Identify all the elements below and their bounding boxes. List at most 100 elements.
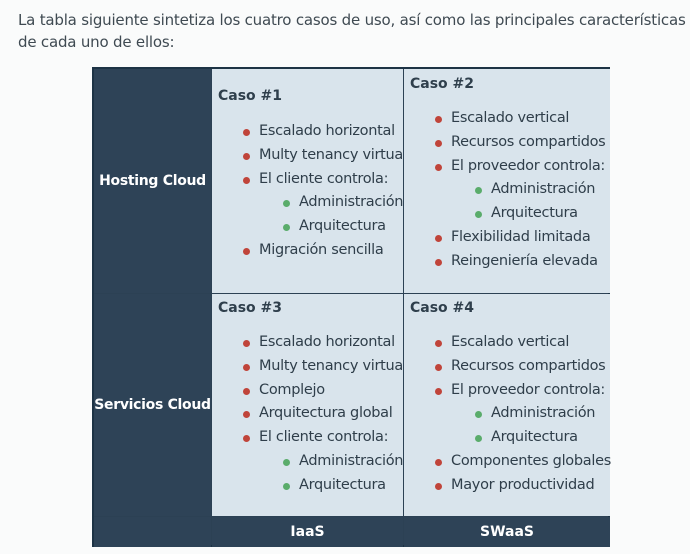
bullet-dot-icon (243, 435, 250, 443)
sub-bullet-item: Arquitectura (435, 426, 611, 450)
bullet-dot-icon (283, 200, 290, 208)
bullet-item: Multy tenancy virtual (243, 355, 407, 379)
bullet-item: Recursos compartidos (435, 131, 606, 155)
bullet-text: Recursos compartidos (451, 357, 606, 374)
bullet-item: Escalado horizontal (243, 120, 407, 144)
bullet-item: El proveedor controla: (435, 379, 611, 403)
bullet-text: Administración (491, 181, 596, 198)
bullet-text: Reingeniería elevada (451, 252, 598, 269)
bullet-text: El proveedor controla: (451, 381, 606, 398)
bullet-text: Multy tenancy virtual (259, 357, 407, 374)
bullet-dot-icon (435, 458, 442, 466)
bullet-text: Arquitectura (299, 476, 386, 493)
bullet-dot-icon (243, 340, 250, 347)
bullet-item: Escalado vertical (435, 107, 605, 131)
bullet-text: Mayor productividad (451, 476, 595, 493)
bullet-text: El cliente controla: (259, 429, 389, 446)
bullet-item: El proveedor controla: (435, 155, 605, 179)
bullet-dot-icon (435, 482, 442, 490)
row-header-hosting-cloud: Hosting Cloud (94, 69, 211, 293)
bullet-text: Arquitectura (299, 218, 386, 235)
bullet-text: Escalado vertical (451, 334, 570, 350)
bullet-text: Flexibilidad limitada (451, 228, 591, 245)
bullet-dot-icon (435, 340, 442, 347)
bullet-dot-icon (243, 363, 250, 371)
bullet-text: Complejo (259, 381, 325, 398)
bullet-dot-icon (435, 387, 442, 395)
bullet-text: Recursos compartidos (451, 133, 606, 150)
sub-bullet-item: Arquitectura (243, 474, 407, 498)
bullet-dot-icon (243, 129, 250, 136)
bullet-text: Administración (299, 452, 404, 469)
row-header-label: Servicios Cloud (94, 397, 211, 413)
footer-swaas: SWaaS (404, 517, 610, 547)
bullet-dot-icon (475, 211, 482, 219)
footer-empty (94, 517, 211, 547)
bullet-text: Multy tenancy virtual (259, 146, 407, 163)
use-cases-table: Hosting Cloud Servicios Cloud Caso #1 Es… (92, 67, 611, 547)
bullet-text: Arquitectura global (259, 405, 393, 422)
case-title: Caso #1 (218, 88, 283, 104)
bullet-dot-icon (243, 387, 250, 395)
bullet-dot-icon (283, 224, 290, 232)
bullet-text: Arquitectura (491, 205, 578, 222)
bullet-item: Migración sencilla (243, 239, 407, 263)
bullet-item: Escalado horizontal (243, 331, 407, 355)
bullet-dot-icon (435, 163, 442, 171)
bullet-text: Componentes globales (451, 452, 611, 469)
bullet-dot-icon (435, 363, 442, 371)
sub-bullet-item: Arquitectura (435, 202, 605, 226)
bullet-item: Escalado vertical (435, 331, 611, 355)
row-header-label: Hosting Cloud (99, 173, 206, 189)
bullet-text: Administración (491, 405, 596, 422)
bullet-item: El cliente controla: (243, 426, 407, 450)
bullet-item: Multy tenancy virtual (243, 144, 407, 168)
bullet-item: Complejo (243, 379, 407, 403)
bullet-text: Escalado horizontal (259, 123, 395, 139)
bullet-text: Escalado vertical (451, 110, 570, 126)
bullet-item: Reingeniería elevada (435, 250, 605, 274)
bullet-dot-icon (283, 482, 290, 490)
bullet-dot-icon (435, 139, 442, 147)
footer-iaas: IaaS (212, 517, 403, 547)
bullet-dot-icon (243, 176, 250, 184)
bullet-dot-icon (435, 258, 442, 266)
bullet-dot-icon (435, 116, 442, 123)
bullet-item: Arquitectura global (243, 402, 407, 426)
bullet-dot-icon (283, 458, 290, 466)
sub-bullet-item: Administración (435, 178, 605, 202)
bullet-dot-icon (475, 411, 482, 419)
bullet-text: Arquitectura (491, 429, 578, 446)
bullet-text: Escalado horizontal (259, 334, 395, 350)
sub-bullet-item: Administración (435, 402, 611, 426)
bullet-item: El cliente controla: (243, 168, 407, 192)
sub-bullet-item: Arquitectura (243, 215, 407, 239)
case-title: Caso #2 (410, 76, 475, 92)
bullet-text: El cliente controla: (259, 170, 389, 187)
bullet-dot-icon (475, 435, 482, 443)
bullet-dot-icon (475, 187, 482, 195)
sub-bullet-item: Administración (243, 191, 407, 215)
case-title: Caso #4 (410, 300, 475, 316)
intro-text: La tabla siguiente sintetiza los cuatro … (18, 11, 686, 51)
bullet-item: Componentes globales (435, 450, 611, 474)
bullet-text: El proveedor controla: (451, 157, 606, 174)
footer-label: SWaaS (479, 524, 534, 540)
case-title: Caso #3 (218, 300, 283, 316)
bullet-dot-icon (243, 152, 250, 160)
sub-bullet-item: Administración (243, 450, 407, 474)
footer-label: IaaS (290, 524, 325, 540)
row-header-servicios-cloud: Servicios Cloud (94, 294, 211, 516)
bullet-item: Recursos compartidos (435, 355, 611, 379)
bullet-item: Flexibilidad limitada (435, 226, 605, 250)
bullet-text: Administración (299, 194, 404, 211)
bullet-item: Mayor productividad (435, 474, 611, 498)
